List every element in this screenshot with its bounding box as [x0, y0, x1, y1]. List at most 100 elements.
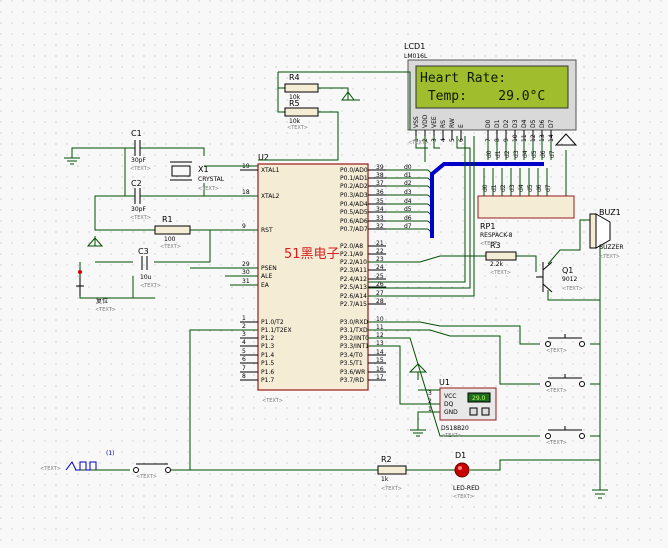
rp1-net-label: d1: [491, 184, 498, 192]
button-2[interactable]: [545, 374, 585, 387]
lcd-pin-number: 10: [512, 134, 519, 142]
lcd-screen: [415, 65, 569, 109]
c3-ref: C3: [138, 247, 149, 256]
resistor-r5[interactable]: R5 10k: [284, 99, 319, 125]
u1-pin-name: GND: [444, 409, 458, 416]
u2-pin-number: 25: [376, 273, 384, 280]
r4-value: 10k: [289, 94, 301, 101]
u2-pin-number: 18: [242, 189, 250, 196]
c2-value: 30pF: [131, 206, 146, 213]
lcd-model: LM016L: [404, 53, 428, 60]
u1-display: 29.0: [472, 395, 486, 402]
u2-pin-number: 32: [376, 223, 384, 230]
u2-pin-number: 34: [376, 206, 384, 213]
led-d1[interactable]: D1 LED-RED: [453, 451, 480, 492]
u2-pin-name: P0.3/AD3: [340, 192, 368, 199]
u2-pin-name: P2.4/A12: [340, 276, 367, 283]
data-bus: [430, 162, 544, 238]
rp1-body: [477, 195, 575, 219]
lcd-pin-name: VSS: [413, 116, 420, 128]
lcd-lm016l[interactable]: Heart Rate: Temp: 29.0°C LCD1 LM016L VSS…: [404, 42, 577, 160]
mcu-u2[interactable]: U2 <TEXT> 19XTAL118XTAL29RST29PSEN30ALE3…: [240, 153, 433, 404]
u2-pin-number: 1: [242, 315, 246, 322]
svg-text:<TEXT>: <TEXT>: [441, 433, 462, 439]
reset-button[interactable]: 复位: [76, 270, 108, 305]
u2-pin-name: P3.7/RD: [340, 377, 364, 384]
u2-pin-number: 36: [376, 189, 384, 196]
resistor-r3[interactable]: R3 2.2k: [485, 241, 517, 268]
input-switch[interactable]: [133, 463, 171, 473]
u2-pin-number: 8: [242, 373, 246, 380]
u1-pin-name: DQ: [444, 401, 454, 408]
buzzer-buz1[interactable]: BUZ1 BUZZER: [589, 208, 624, 251]
svg-text:<TEXT>: <TEXT>: [453, 494, 474, 500]
net-label: d7: [404, 223, 412, 230]
r3-value: 2.2k: [490, 261, 504, 268]
r2-value: 1k: [381, 476, 389, 483]
svg-text:<TEXT>: <TEXT>: [562, 286, 583, 292]
transistor-q1[interactable]: Q1 9012: [536, 261, 577, 293]
button-3[interactable]: [545, 426, 585, 439]
u2-pin-name: P1.5: [261, 360, 274, 367]
u2-pin-name: P1.0/T2: [261, 319, 284, 326]
net-label: d5: [404, 206, 412, 213]
svg-text:<TEXT>: <TEXT>: [136, 474, 157, 480]
rp1-net-label: d7: [545, 184, 552, 192]
u1-pin-name: VCC: [444, 393, 456, 400]
u2-pin-name: RST: [261, 227, 273, 234]
resistor-r4[interactable]: R4 10k: [284, 73, 319, 101]
u2-pin-number: 30: [242, 269, 250, 276]
u1-pin-number: 3: [428, 390, 432, 397]
r4-ref: R4: [289, 73, 300, 82]
resistor-r2[interactable]: R2 1k: [377, 455, 407, 483]
svg-text:<TEXT>: <TEXT>: [546, 388, 567, 394]
u2-pin-name: P3.4/T0: [340, 352, 363, 359]
c1-value: 30pF: [131, 157, 146, 164]
u2-pin-number: 11: [376, 324, 384, 331]
rp1-net-label: d4: [518, 184, 525, 192]
svg-text:<TEXT>: <TEXT>: [95, 307, 116, 313]
u2-pin-number: 31: [242, 278, 250, 285]
capacitor-c2[interactable]: C2 30pF: [125, 179, 150, 213]
rp1-value: RESPACK-8: [480, 232, 513, 239]
u2-pin-number: 35: [376, 198, 384, 205]
u2-pin-name: P0.7/AD7: [340, 226, 368, 233]
lcd-net-label: d6: [540, 150, 547, 158]
svg-text:<TEXT>: <TEXT>: [287, 125, 308, 131]
r3-ref: R3: [490, 241, 501, 250]
u2-pin-name: P3.0/RXD: [340, 319, 368, 326]
u2-pin-number: 24: [376, 264, 384, 271]
q1-value: 9012: [562, 276, 577, 283]
lcd-net-label: d4: [522, 150, 529, 158]
u2-pin-number: 17: [376, 374, 384, 381]
capacitor-c1[interactable]: C1 30pF: [125, 129, 150, 164]
lcd-ref: LCD1: [404, 42, 425, 51]
lcd-pin-number: 14: [548, 134, 555, 142]
u2-pin-name: XTAL2: [261, 193, 280, 200]
lcd-line-1: Heart Rate:: [420, 71, 506, 86]
r2-ref: R2: [381, 455, 392, 464]
button-1[interactable]: [545, 334, 585, 347]
capacitor-c3[interactable]: C3 10u: [138, 247, 152, 281]
svg-text:<TEXT>: <TEXT>: [381, 486, 402, 492]
resistor-r1[interactable]: R1 100: [154, 215, 191, 243]
reset-label: 复位: [96, 297, 108, 305]
svg-text:<TEXT>: <TEXT>: [198, 186, 219, 192]
lcd-pin-number: 5: [449, 138, 456, 142]
u2-pin-number: 39: [376, 164, 384, 171]
u2-pin-number: 38: [376, 172, 384, 179]
u2-pin-name: P3.5/T1: [340, 360, 363, 367]
u2-pin-name: P0.1/AD1: [340, 175, 368, 182]
u2-pin-name: P3.6/WR: [340, 369, 365, 376]
mcu-ref: U2: [258, 153, 269, 162]
u2-pin-name: P3.3/INT1: [340, 343, 369, 350]
u1-value: DS18B20: [441, 425, 469, 432]
net-label: d1: [404, 172, 412, 179]
u2-pin-number: 13: [376, 340, 384, 347]
pulse-source[interactable]: (1) <TEXT>: [40, 450, 115, 472]
x1-value: CRYSTAL: [198, 176, 225, 183]
crystal-x1[interactable]: X1 CRYSTAL: [170, 161, 225, 183]
buzzer-value: BUZZER: [599, 244, 624, 251]
